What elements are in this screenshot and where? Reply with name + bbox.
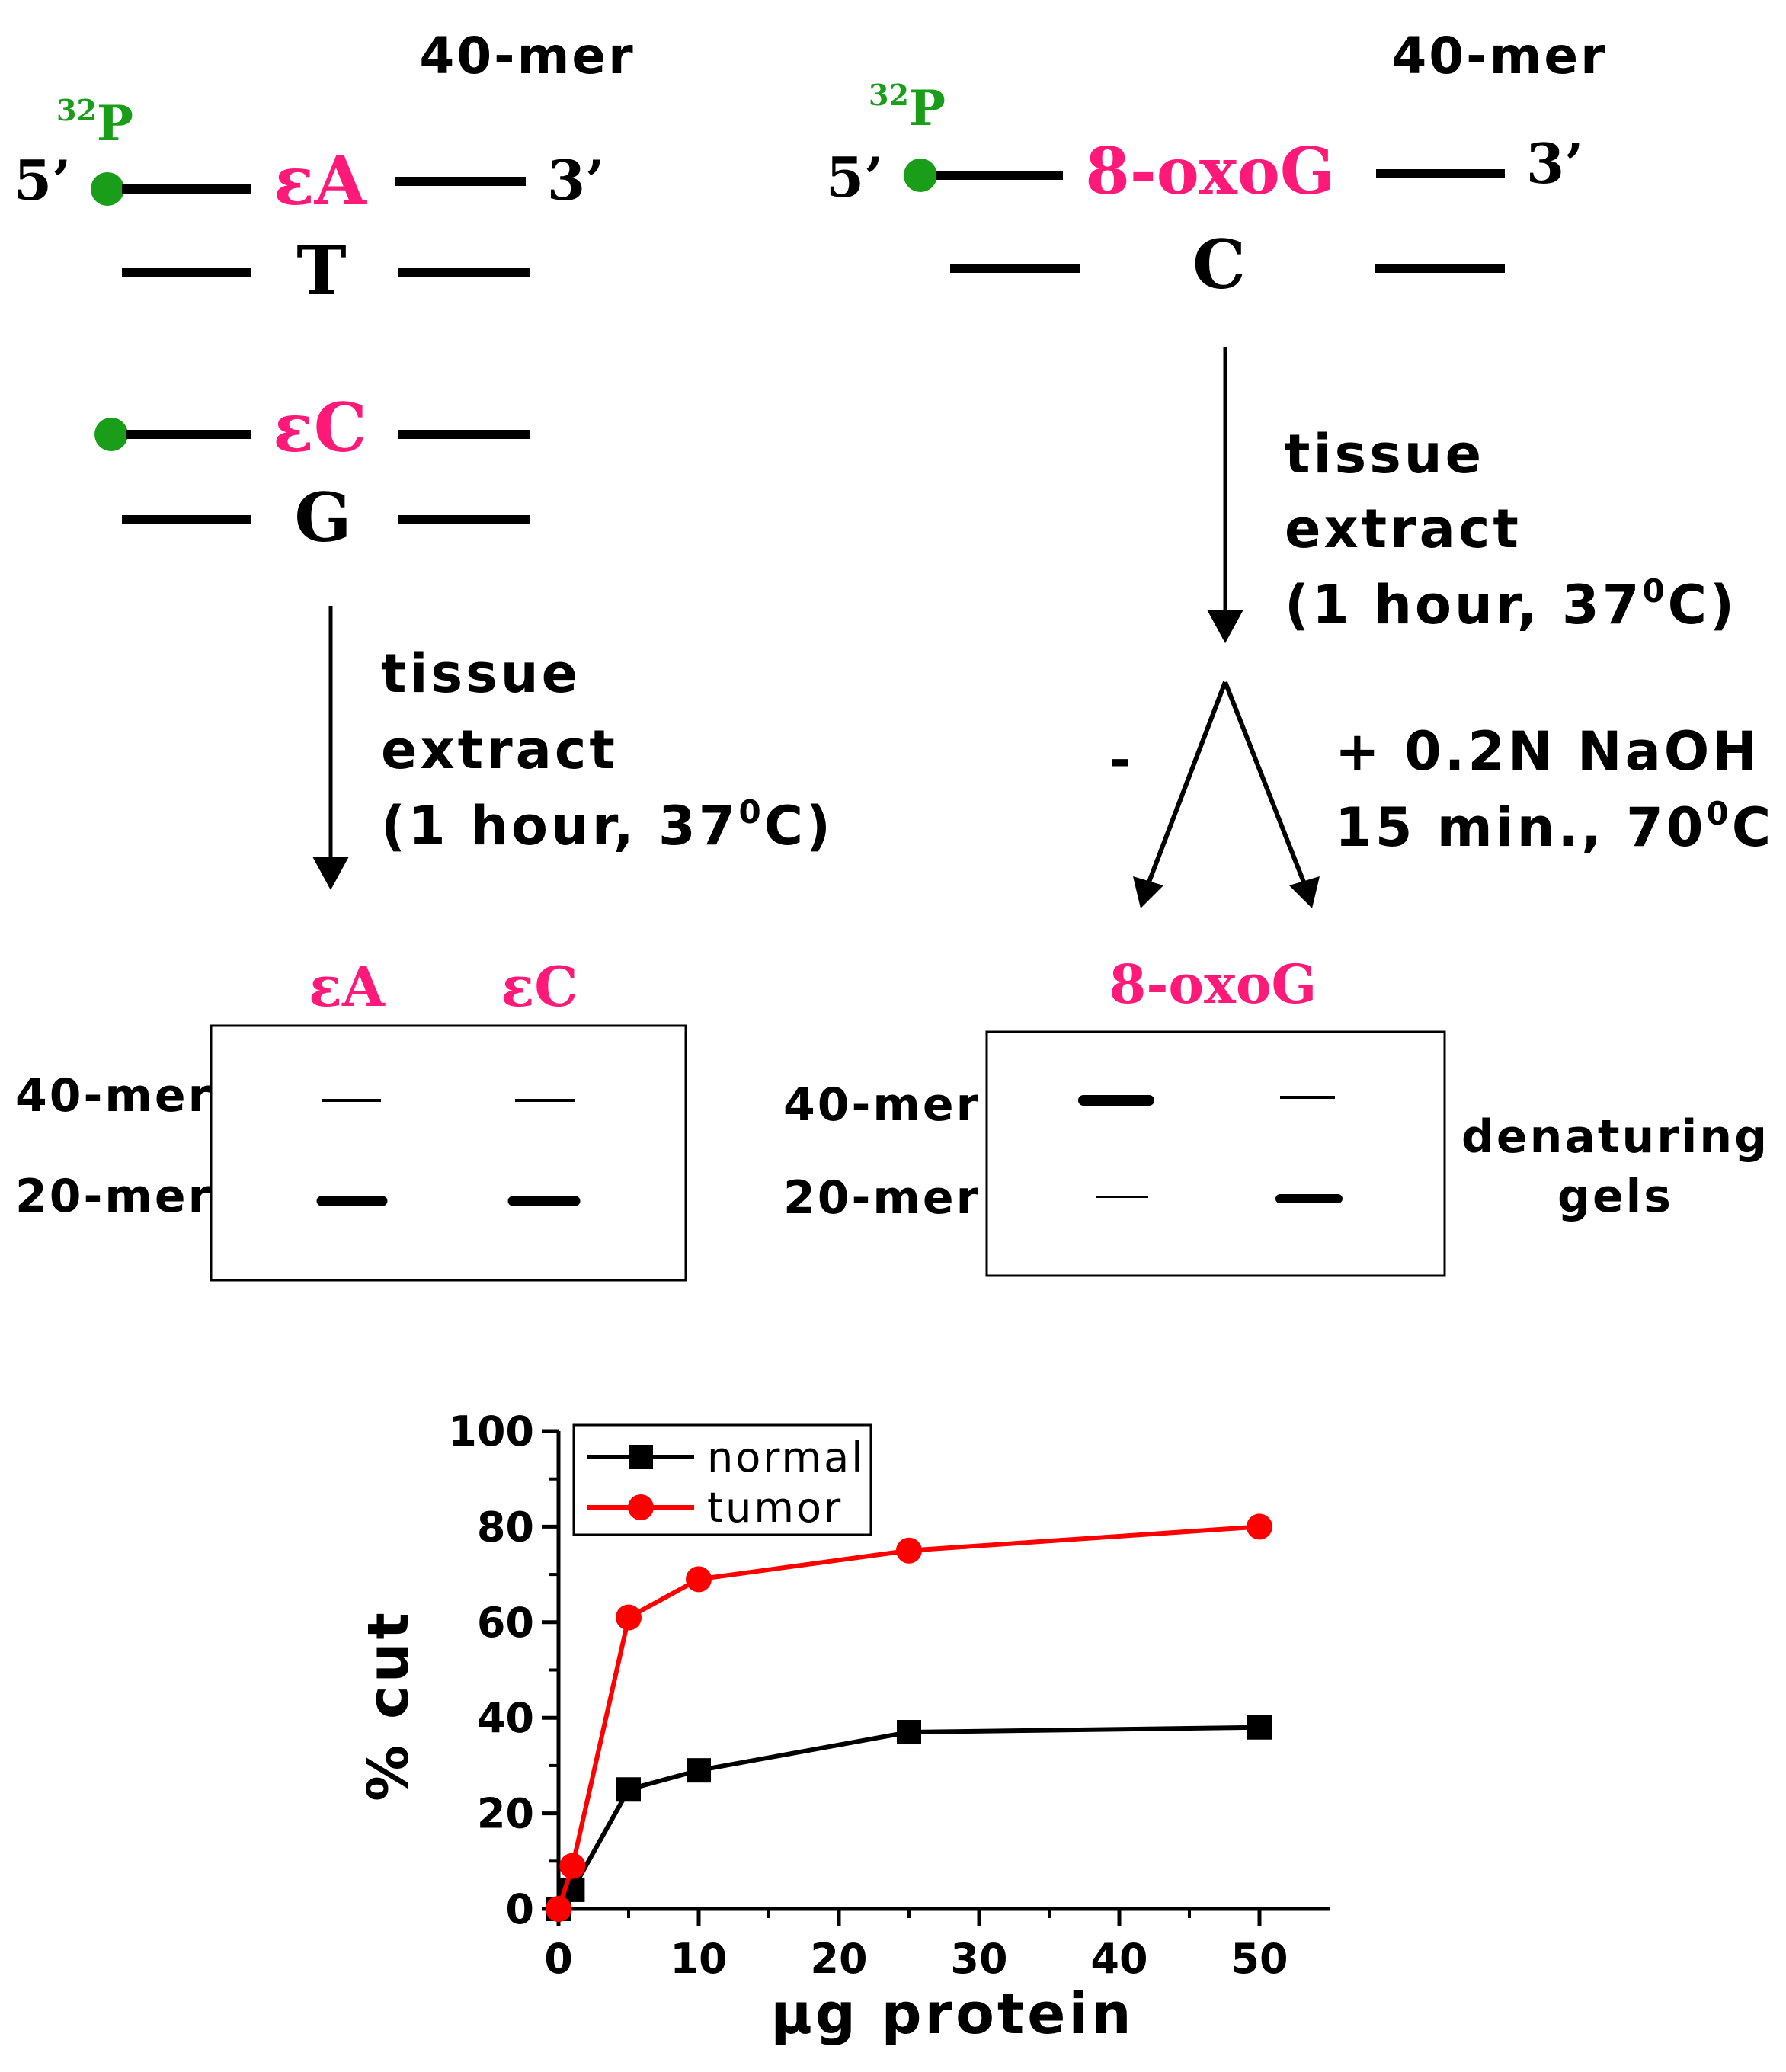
data-point-tumor [1247,1513,1272,1540]
split-arrowhead-left [1133,876,1163,908]
left-base-t: T [296,231,346,310]
right-gel-lane-8oxog: 8-oxoG [1109,953,1317,1016]
y-tick-label: 60 [477,1599,534,1647]
left-arrow-line-3: (1 hour, 370C) [381,793,834,857]
legend-marker [628,1494,654,1520]
left-arrow-line-2: extract [381,719,618,781]
right-gel-row-40mer: 40-mer [783,1078,981,1132]
right-gel-row-20mer: 20-mer [783,1171,981,1225]
left-five-prime: 5’ [14,148,71,213]
right-gel-box [985,1030,1446,1277]
right-header: 40-mer [1391,27,1607,85]
right-base-c: C [1192,225,1246,304]
data-point-tumor [616,1604,642,1631]
split-arrowhead-right [1289,876,1320,908]
left-adduct-ea: εA [274,141,367,220]
data-point-normal [687,1758,711,1783]
data-point-tumor [896,1537,922,1564]
left-arrowhead [312,857,349,890]
data-point-normal [616,1777,641,1802]
right-five-prime: 5’ [826,145,883,210]
left-gel-lane-ea: εA [309,954,386,1019]
gel-note-line-1: denaturing [1461,1110,1769,1164]
y-tick-label: 80 [477,1503,534,1551]
right-radiolabel-dot [904,159,937,192]
x-tick-label: 50 [1231,1935,1288,1983]
series-line-normal [556,1725,1260,1910]
y-tick-label: 0 [505,1885,534,1933]
x-tick-label: 40 [1090,1935,1147,1983]
data-point-normal [897,1720,921,1745]
left-radiolabel-dot-2 [94,418,128,451]
x-tick-label: 10 [670,1935,727,1983]
right-arrow-line-3: (1 hour, 370C) [1285,572,1737,636]
naoh-line-1: + 0.2N NaOH [1335,720,1760,783]
right-adduct-8oxog: 8-oxoG [1085,133,1334,209]
naoh-line-2: 15 min., 700C [1335,795,1774,859]
left-adduct-ec: εC [273,388,367,467]
left-panel: 40-mer 32P 5’ εA 3’ T εC G tissue extrac… [14,27,834,1282]
left-base-g: G [294,478,351,557]
left-arrow-line-1: tissue [381,642,581,705]
data-point-tumor [686,1566,712,1593]
split-arrow-left [1146,681,1227,885]
left-gel-row-40mer: 40-mer [15,1069,213,1122]
legend-box [572,1423,872,1536]
y-tick-label: 100 [448,1407,534,1456]
series-line-tumor [556,1524,1260,1910]
minus-label: - [1109,731,1130,789]
right-arrowhead [1207,610,1243,643]
left-gel-box [210,1024,687,1282]
right-panel: 40-mer 32P 5’ 8-oxoG 3’ C tissue extract… [783,27,1774,1277]
x-tick-label: 20 [810,1935,867,1983]
left-radiolabel-dot-1 [91,172,124,206]
x-tick-label: 0 [544,1935,573,1983]
data-point-tumor [559,1853,586,1879]
x-axis-label: μg protein [770,1981,1134,2047]
right-three-prime: 3’ [1526,131,1583,196]
right-arrow-line-2: extract [1285,498,1522,560]
y-tick-label: 40 [477,1694,534,1742]
chart-ticks: 0 10 20 30 40 50 0 20 40 60 80 100 [448,1407,1288,1983]
gel-note-line-2: gels [1557,1170,1673,1223]
data-point-normal [1247,1715,1272,1740]
legend-label: tumor [707,1484,843,1532]
split-arrow-right [1223,681,1307,885]
right-radiolabel: 32P [869,78,946,137]
left-gel-row-20mer: 20-mer [15,1170,213,1223]
y-tick-label: 20 [477,1790,534,1838]
y-axis-label: % cut [356,1609,421,1801]
right-arrow-line-1: tissue [1285,423,1484,485]
left-three-prime: 3’ [547,148,604,213]
x-tick-label: 30 [950,1935,1007,1983]
legend-label: normal [707,1433,865,1481]
left-header: 40-mer [419,27,635,85]
left-gel-lane-ec: εC [501,954,578,1019]
legend-marker [629,1445,653,1469]
data-point-tumor [546,1896,571,1922]
chart-series [546,1513,1272,1922]
left-radiolabel: 32P [56,93,133,152]
